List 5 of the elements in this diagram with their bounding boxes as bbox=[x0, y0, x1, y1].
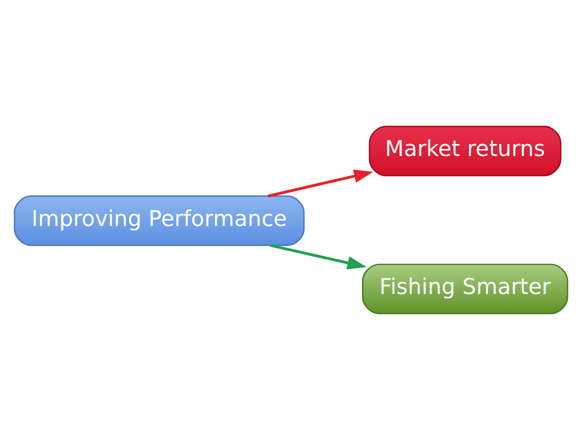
arrow bbox=[270, 244, 367, 269]
node-box: Improving Performance bbox=[14, 194, 305, 246]
node-box: Market returns bbox=[368, 125, 562, 176]
arrow bbox=[268, 169, 374, 197]
node-box: Fishing Smarter bbox=[362, 263, 568, 314]
